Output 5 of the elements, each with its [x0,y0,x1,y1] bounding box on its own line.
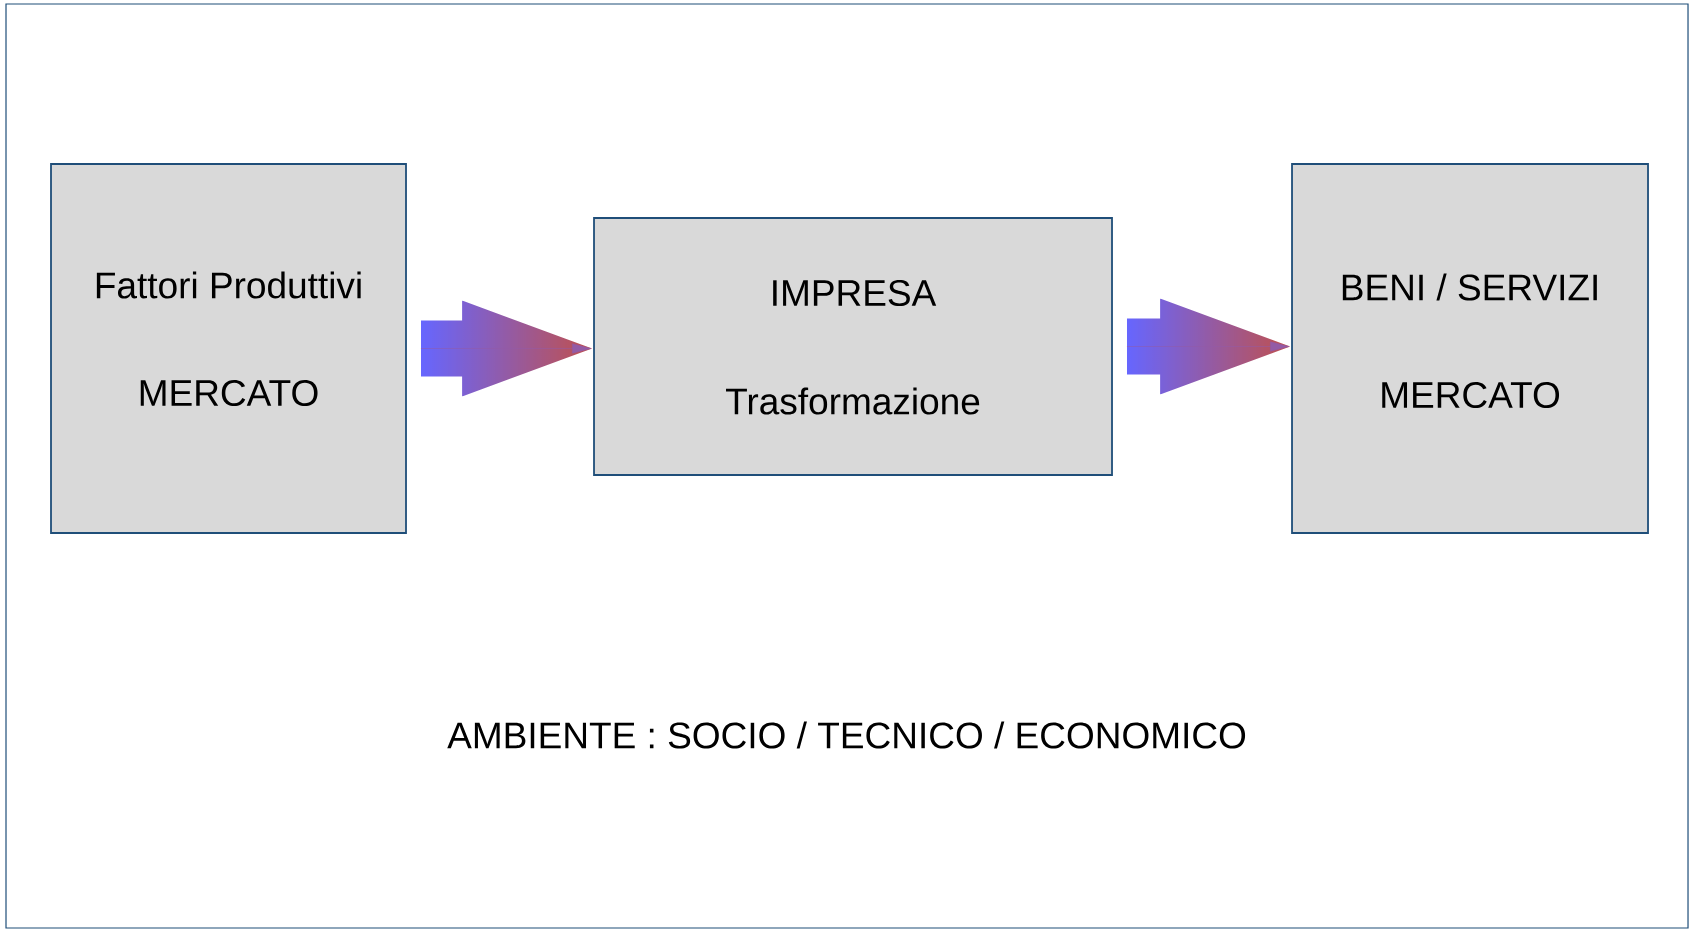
process-box: BENI / SERVIZI MERCATO [1291,163,1649,534]
arrow [420,343,592,354]
process-box: Fattori Produttivi MERCATO [50,163,407,534]
arrow [1126,341,1290,352]
process-box: IMPRESA Trasformazione [593,217,1113,476]
